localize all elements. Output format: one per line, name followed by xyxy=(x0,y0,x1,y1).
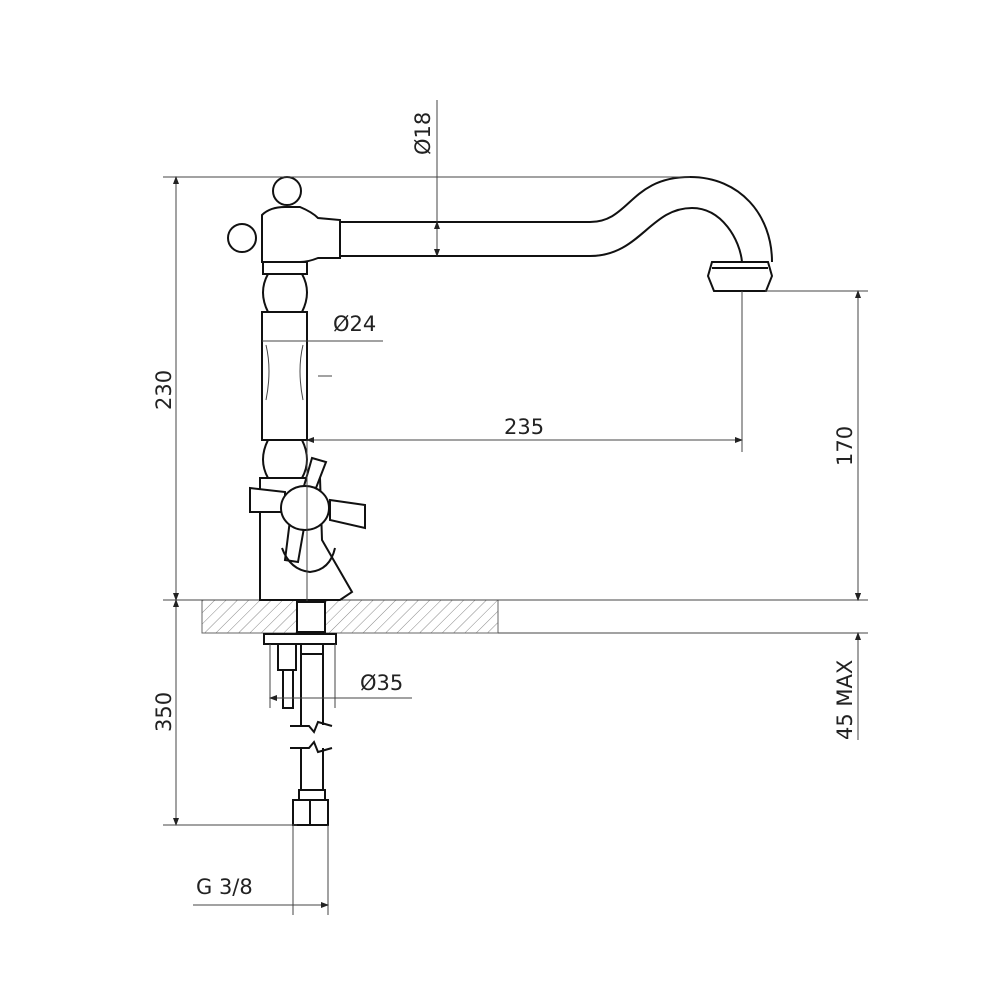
dimension-lines xyxy=(163,100,868,915)
spout-diameter-label: Ø18 xyxy=(411,112,435,155)
hole-diameter-label: Ø35 xyxy=(360,671,403,695)
column-diameter-label: Ø24 xyxy=(333,312,376,336)
countertop xyxy=(163,599,868,634)
max-thickness-label: 45 MAX xyxy=(833,660,857,740)
reach-label: 235 xyxy=(504,415,544,439)
faucet-body xyxy=(227,175,774,826)
spout-height-label: 170 xyxy=(833,426,857,466)
connection-label: G 3/8 xyxy=(196,875,253,899)
below-counter-label: 350 xyxy=(152,692,176,732)
total-height-label: 230 xyxy=(152,370,176,410)
